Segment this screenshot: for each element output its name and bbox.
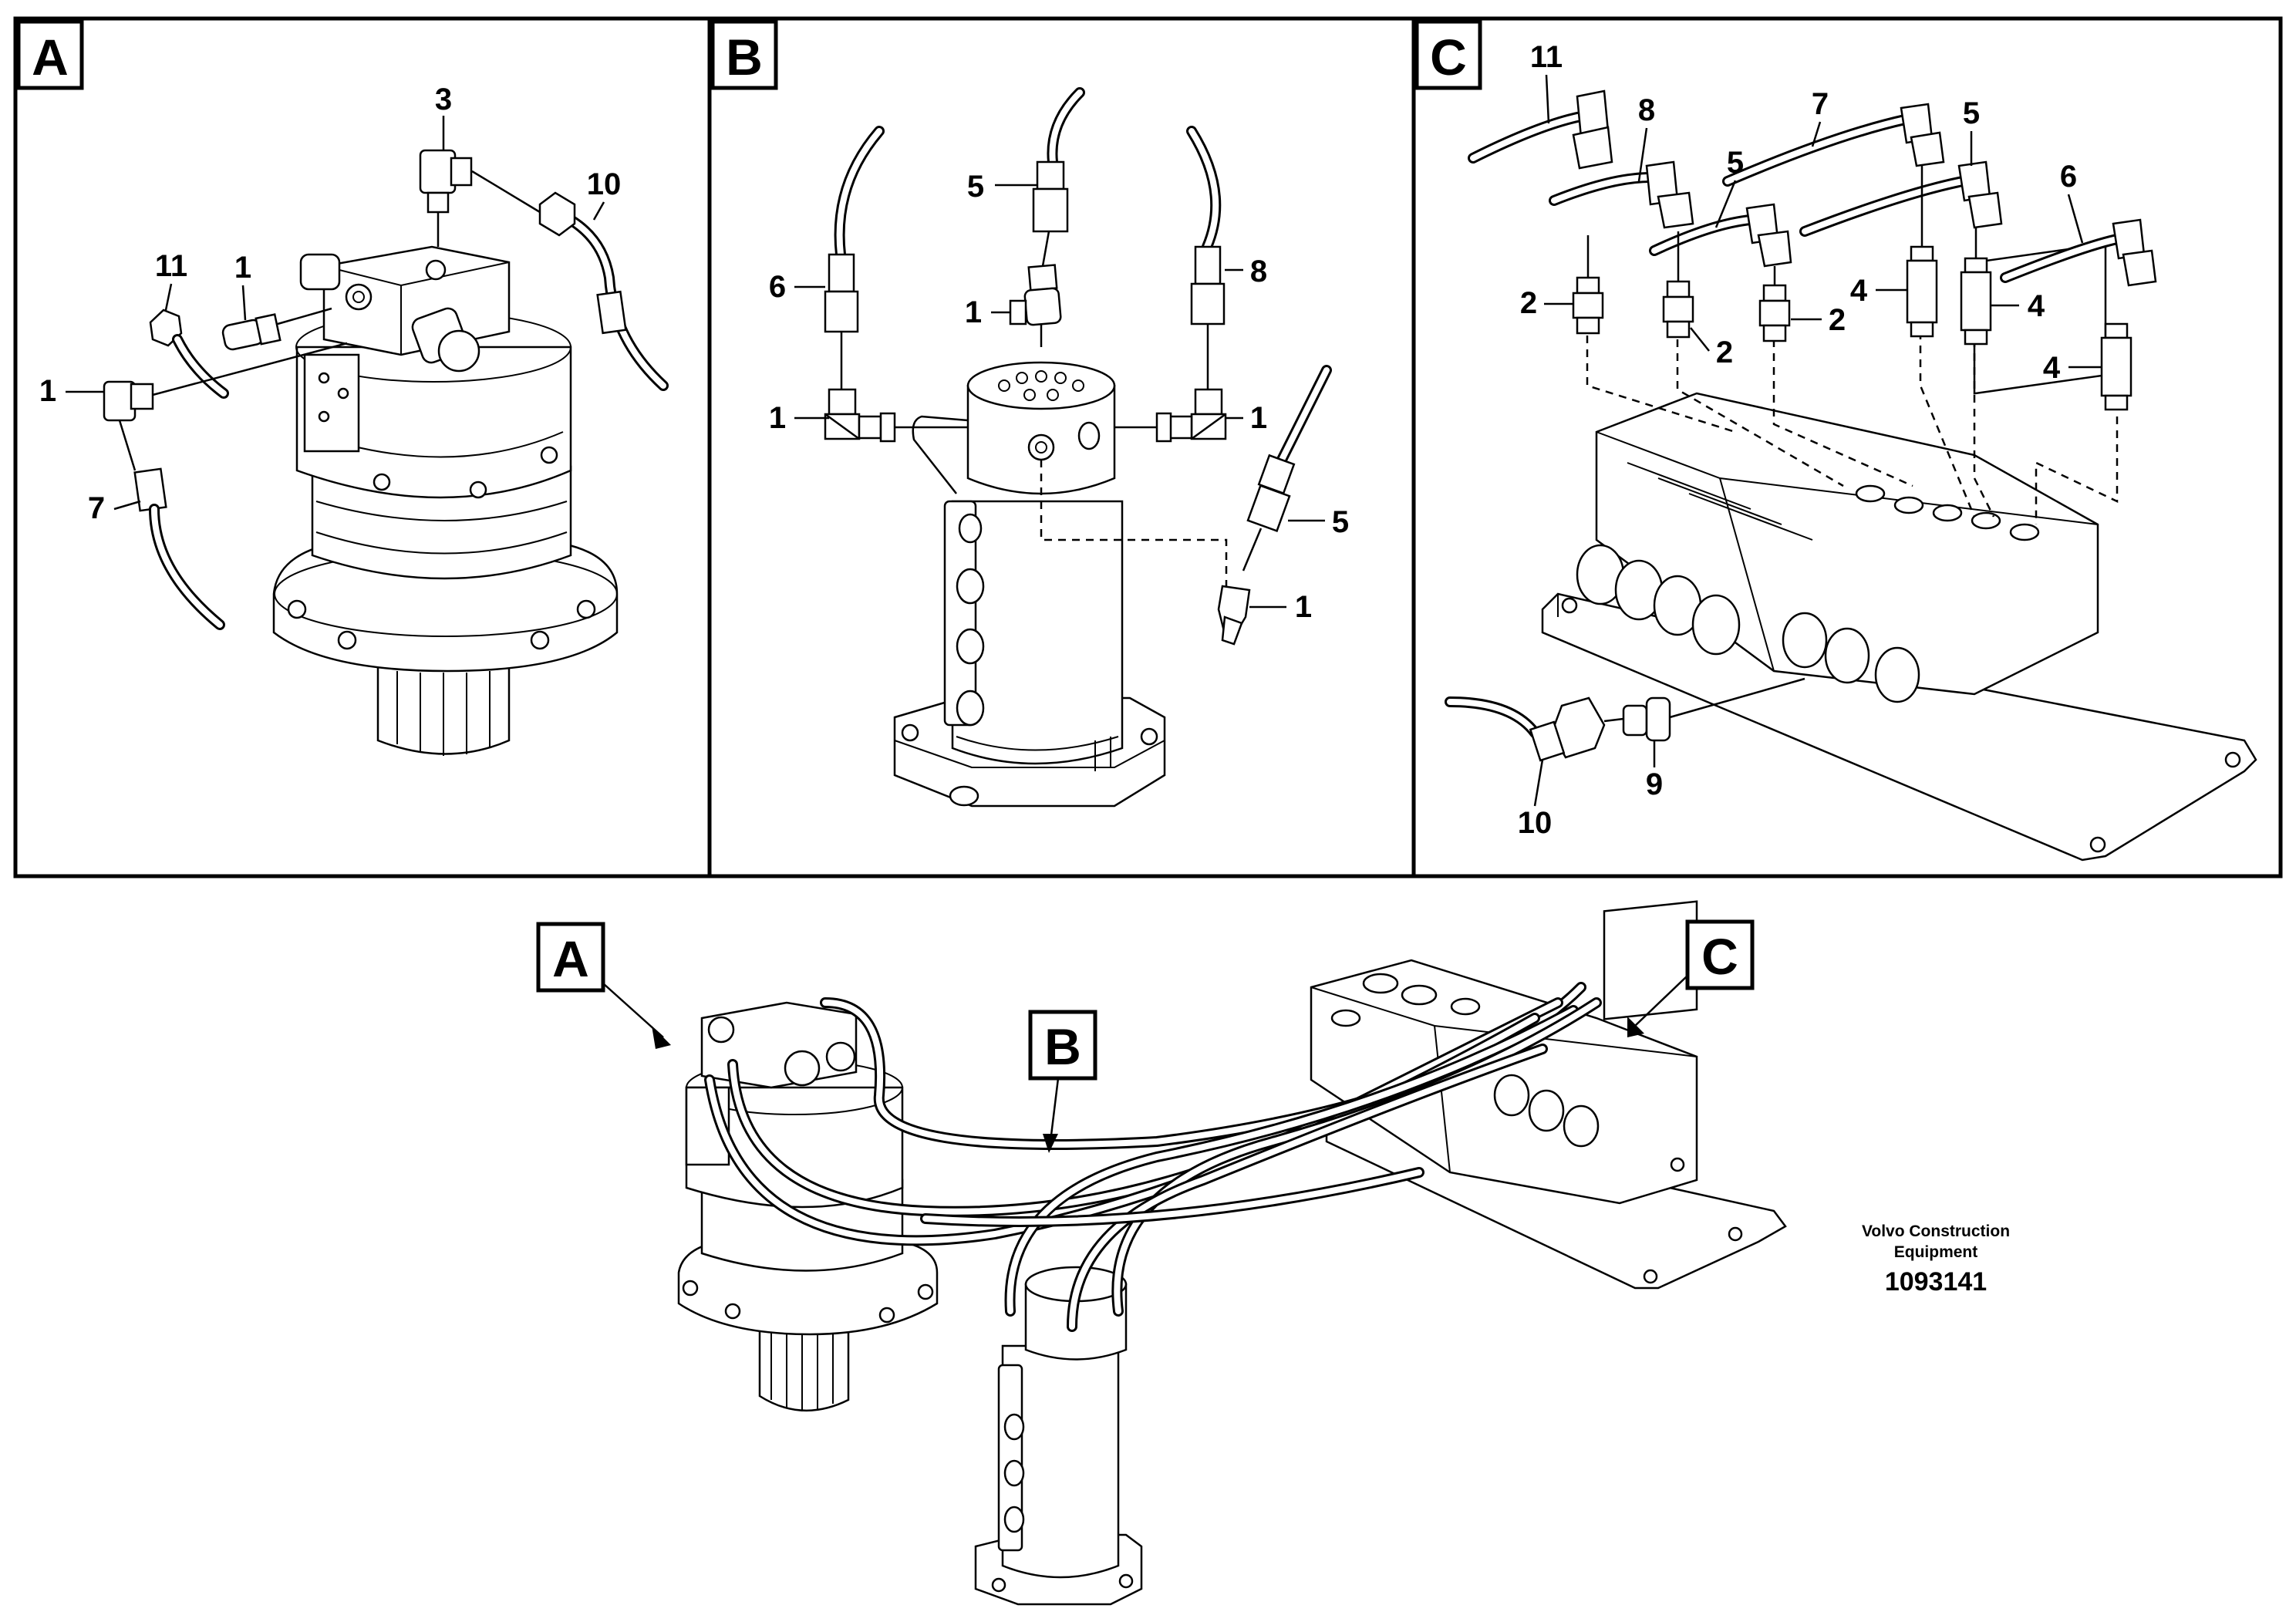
callout-label: 1 [234, 251, 251, 285]
callout-label: 2 [1716, 336, 1733, 369]
overview-assembly [677, 900, 1787, 1606]
callout-label: 5 [967, 170, 984, 204]
panel-tab-c: C [1414, 19, 1482, 90]
panel-b-fittings [824, 87, 1332, 646]
callout-label: 4 [2043, 351, 2061, 385]
publisher-block: Volvo Construction Equipment 1093141 [1862, 1222, 2010, 1297]
callout-label: 1 [769, 401, 786, 435]
callout-label: 10 [1518, 806, 1553, 840]
callout-label: 4 [2028, 289, 2045, 323]
callout-label: 2 [1829, 303, 1846, 337]
callout-label: 1 [965, 295, 982, 329]
center-joint-drawing [893, 361, 1228, 808]
svg-text:C: C [1701, 928, 1738, 985]
publisher-name-line1: Volvo Construction [1862, 1222, 2010, 1240]
panel-tab-a: A [16, 19, 84, 90]
panel-c-fittings [1445, 89, 2157, 762]
panel-b-callouts: 5 6 1 8 1 1 5 1 [769, 170, 1349, 624]
callout-label: 5 [1332, 505, 1349, 539]
callout-label: 6 [769, 270, 786, 304]
callout-label: 11 [155, 249, 187, 283]
callout-label: 11 [1530, 40, 1563, 74]
svg-text:B: B [1044, 1018, 1081, 1075]
callout-label: 1 [39, 374, 56, 408]
callout-label: 5 [1727, 146, 1744, 180]
svg-text:A: A [32, 29, 69, 86]
panel-a-fittings [103, 149, 669, 630]
svg-text:B: B [726, 29, 763, 86]
panel-tab-b: B [710, 19, 778, 90]
callout-label: 7 [88, 491, 105, 525]
swing-motor-drawing [272, 245, 619, 756]
overview-tag-b: B [1028, 1010, 1097, 1153]
callout-label: 10 [587, 167, 622, 201]
panel-c-callouts: 11 8 7 5 5 6 2 2 2 4 4 4 9 10 [1518, 40, 2102, 840]
callout-label: 8 [1250, 255, 1267, 288]
callout-label: 2 [1520, 286, 1537, 320]
panel-a-callouts: 3 10 11 1 1 7 [39, 83, 621, 525]
publisher-name-line2: Equipment [1894, 1243, 1978, 1261]
callout-label: 4 [1850, 274, 1868, 308]
callout-label: 1 [1250, 401, 1267, 435]
callout-label: 5 [1963, 96, 1980, 130]
overview-tag-a: A [536, 922, 671, 1049]
svg-text:A: A [552, 930, 589, 987]
overview-tag-c: C [1627, 919, 1755, 1037]
callout-label: 9 [1646, 767, 1663, 801]
callout-label: 7 [1812, 87, 1829, 121]
document-number: 1093141 [1885, 1267, 1987, 1297]
callout-label: 1 [1295, 590, 1312, 624]
control-valve-drawing [1541, 242, 2257, 862]
callout-label: 6 [2060, 160, 2077, 194]
callout-label: 8 [1638, 93, 1655, 127]
svg-text:C: C [1430, 29, 1467, 86]
callout-label: 3 [435, 83, 452, 116]
panel-frame-c [1411, 16, 2283, 878]
